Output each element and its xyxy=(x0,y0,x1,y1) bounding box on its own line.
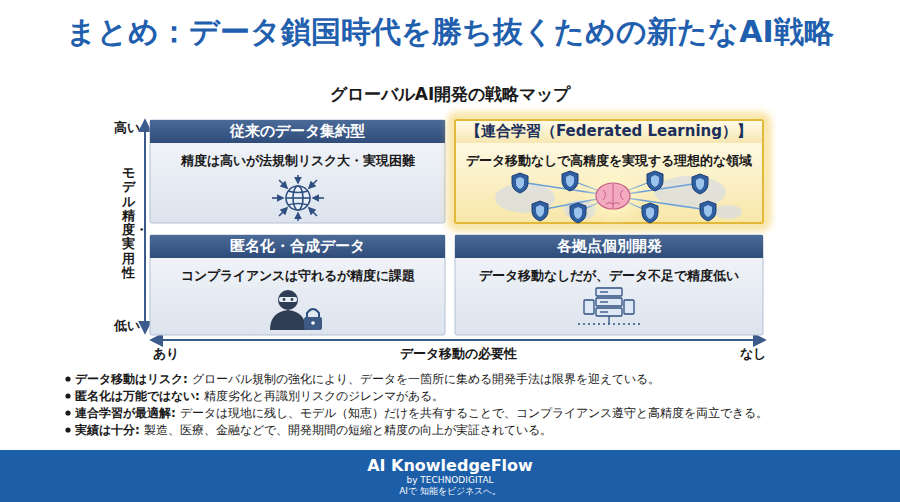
quadrant-header xyxy=(150,235,445,258)
brand-tagline: AIで 知能をビジネスへ。 xyxy=(399,486,501,497)
quadrant-description: データ移動なしで高精度を実現する理想的な領域 xyxy=(455,152,763,169)
quadrant-description: データ移動なしだが、データ不足で精度低い xyxy=(455,267,763,284)
quadrant-title: 匿名化・合成データ xyxy=(150,235,445,258)
axis-end-label: なし xyxy=(740,346,766,362)
quadrant-title: 各拠点個別開発 xyxy=(455,235,763,258)
server-icon xyxy=(578,288,640,324)
quadrant-description: 精度は高いが法規制リスク大・実現困難 xyxy=(150,152,445,169)
quadrant-title: 従来のデータ集約型 xyxy=(150,120,445,143)
bullet-text: データは現地に残し、モデル（知恵）だけを共有することで、コンプライアンス遵守と高… xyxy=(180,405,768,421)
globe-icon xyxy=(272,175,324,221)
brand-name: AI KnowledgeFlow xyxy=(367,456,533,475)
axis-title: データ移動の必要性 xyxy=(400,346,517,362)
axis-end-label: 高い xyxy=(114,120,140,136)
quadrant-box: 匿名化・合成データコンプライアンスは守れるが精度に課題 xyxy=(150,235,445,335)
quadrant-box: 【連合学習（Federated Learning）】データ移動なしで高精度を実現… xyxy=(455,120,763,223)
quadrant-panel xyxy=(455,235,763,335)
y-axis xyxy=(144,121,146,332)
quadrant-title: 【連合学習（Federated Learning）】 xyxy=(455,120,763,143)
bullet-text: 精度劣化と再識別リスクのジレンマがある。 xyxy=(204,388,444,404)
slide-title: まとめ：データ鎖国時代を勝ち抜くための新たなAI戦略 xyxy=(0,12,900,53)
federated-network-icon xyxy=(495,166,742,226)
quadrant-panel xyxy=(150,235,445,335)
quadrant-panel xyxy=(150,120,445,223)
bullet-dots xyxy=(65,376,70,432)
bullet-heading: データ移動はリスク: xyxy=(75,371,188,387)
brand-tagline: by TECHNODIGITAL xyxy=(406,475,493,486)
quadrant-box: 各拠点個別開発データ移動なしだが、データ不足で精度低い xyxy=(455,235,763,335)
x-axis xyxy=(152,339,764,341)
quadrant-box: 従来のデータ集約型精度は高いが法規制リスク大・実現困難 xyxy=(150,120,445,223)
quadrant-header xyxy=(456,121,762,143)
axis-end-label: 低い xyxy=(114,318,140,334)
bullet-heading: 連合学習が最適解: xyxy=(75,405,176,421)
quadrant-description: コンプライアンスは守れるが精度に課題 xyxy=(150,267,445,284)
anonymous-person-icon xyxy=(270,290,322,330)
bullet-text: 製造、医療、金融などで、開発期間の短縮と精度の向上が実証されている。 xyxy=(144,422,552,438)
highlight-glow xyxy=(452,117,766,226)
quadrant-header xyxy=(150,120,445,143)
quadrant-header xyxy=(455,235,763,258)
bullet-text: グローバル規制の強化により、データを一箇所に集める開発手法は限界を迎えている。 xyxy=(192,371,660,387)
bullet-heading: 実績は十分: xyxy=(75,422,140,438)
map-title: グローバルAI開発の戦略マップ xyxy=(330,86,570,102)
footer-band: AI KnowledgeFlowby TECHNODIGITALAIで 知能をビ… xyxy=(0,450,900,502)
bullet-heading: 匿名化は万能ではない: xyxy=(75,388,200,404)
axis-end-label: あり xyxy=(153,346,179,362)
axis-title: モデル精度・実用性 xyxy=(122,166,135,280)
